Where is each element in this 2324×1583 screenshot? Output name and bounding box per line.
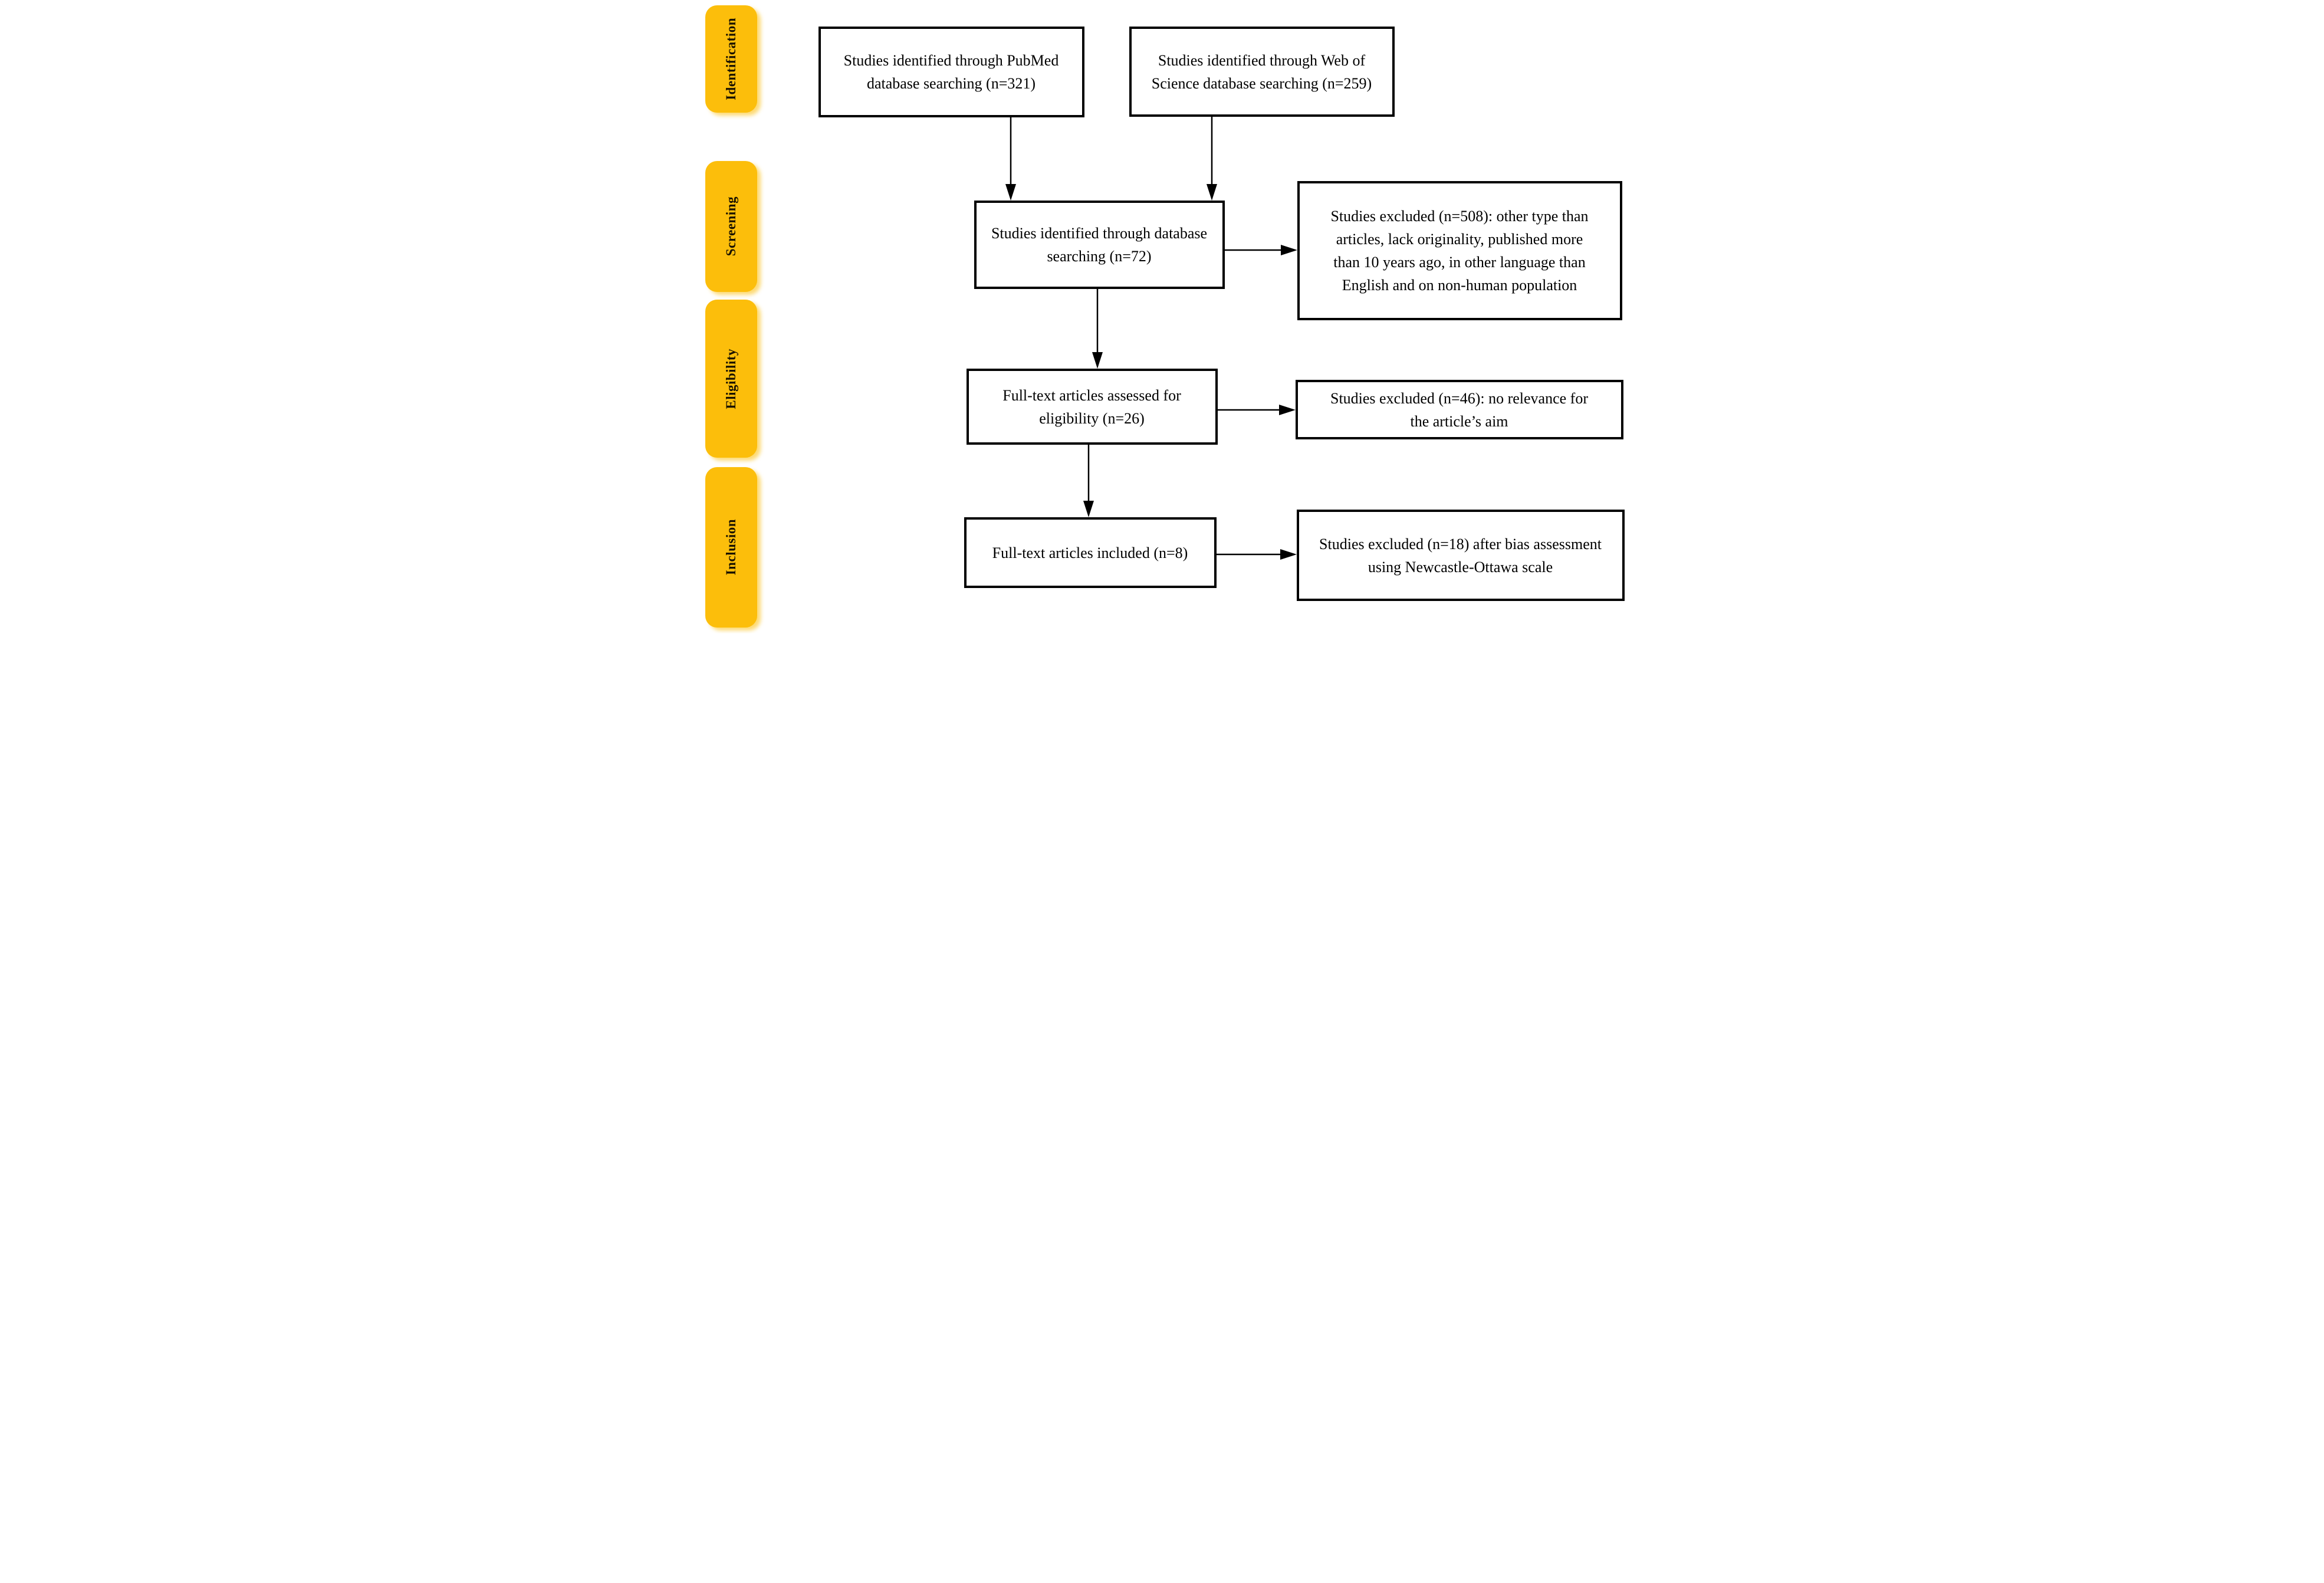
box-pooled-identified-text: Studies identified through database sear… bbox=[991, 225, 1208, 265]
flow-arrows bbox=[1005, 117, 1297, 560]
arrow-pubmed-to-pooled bbox=[1005, 117, 1016, 201]
box-excluded-bias-text: Studies excluded (n=18) after bias asses… bbox=[1319, 535, 1602, 576]
stage-tab-screening: Screening bbox=[705, 161, 757, 292]
arrow-included-to-excluded-bias bbox=[1216, 549, 1297, 560]
box-fulltext-included: Full-text articles included (n=8) bbox=[964, 517, 1217, 588]
arrowhead-right-icon bbox=[1280, 245, 1297, 255]
box-excluded-bias: Studies excluded (n=18) after bias asses… bbox=[1296, 510, 1625, 601]
box-wos-identified-text: Studies identified through Web of Scienc… bbox=[1151, 51, 1372, 92]
arrowhead-down-icon bbox=[1206, 184, 1217, 201]
box-fulltext-included-text: Full-text articles included (n=8) bbox=[992, 544, 1188, 561]
arrow-assessed-to-included bbox=[1083, 445, 1094, 517]
stage-tab-eligibility: Eligibility bbox=[705, 300, 757, 458]
box-pubmed-identified: Studies identified through PubMed databa… bbox=[818, 27, 1084, 117]
stage-label-eligibility: Eligibility bbox=[723, 348, 738, 409]
arrow-pooled-to-excluded-screening bbox=[1224, 245, 1297, 255]
stage-tab-inclusion: Inclusion bbox=[705, 467, 757, 628]
box-fulltext-assessed-text: Full-text articles assessed for eligibil… bbox=[1002, 386, 1181, 427]
arrowhead-right-icon bbox=[1278, 405, 1296, 415]
box-excluded-relevance-text: Studies excluded (n=46): no relevance fo… bbox=[1330, 389, 1588, 430]
box-fulltext-assessed: Full-text articles assessed for eligibil… bbox=[966, 369, 1218, 445]
arrowhead-down-icon bbox=[1083, 501, 1094, 517]
arrow-wos-to-pooled bbox=[1206, 117, 1217, 201]
stage-label-identification: Identification bbox=[723, 18, 738, 100]
box-excluded-screening: Studies excluded (n=508): other type tha… bbox=[1297, 181, 1622, 320]
box-excluded-relevance: Studies excluded (n=46): no relevance fo… bbox=[1295, 380, 1623, 439]
prisma-flow-diagram: Identification Screening Eligibility Inc… bbox=[697, 0, 1627, 633]
arrowhead-right-icon bbox=[1280, 549, 1297, 560]
box-wos-identified: Studies identified through Web of Scienc… bbox=[1129, 27, 1395, 117]
stage-label-inclusion: Inclusion bbox=[723, 519, 738, 576]
arrow-pooled-to-assessed bbox=[1092, 289, 1103, 369]
arrow-assessed-to-excluded-relevance bbox=[1217, 405, 1296, 415]
box-pooled-identified: Studies identified through database sear… bbox=[974, 201, 1225, 289]
box-pubmed-identified-text: Studies identified through PubMed databa… bbox=[843, 52, 1059, 92]
arrowhead-down-icon bbox=[1092, 352, 1103, 369]
stage-tab-identification: Identification bbox=[705, 5, 757, 113]
box-excluded-screening-text: Studies excluded (n=508): other type tha… bbox=[1330, 208, 1589, 294]
stage-label-screening: Screening bbox=[723, 196, 738, 257]
arrowhead-down-icon bbox=[1005, 184, 1016, 201]
